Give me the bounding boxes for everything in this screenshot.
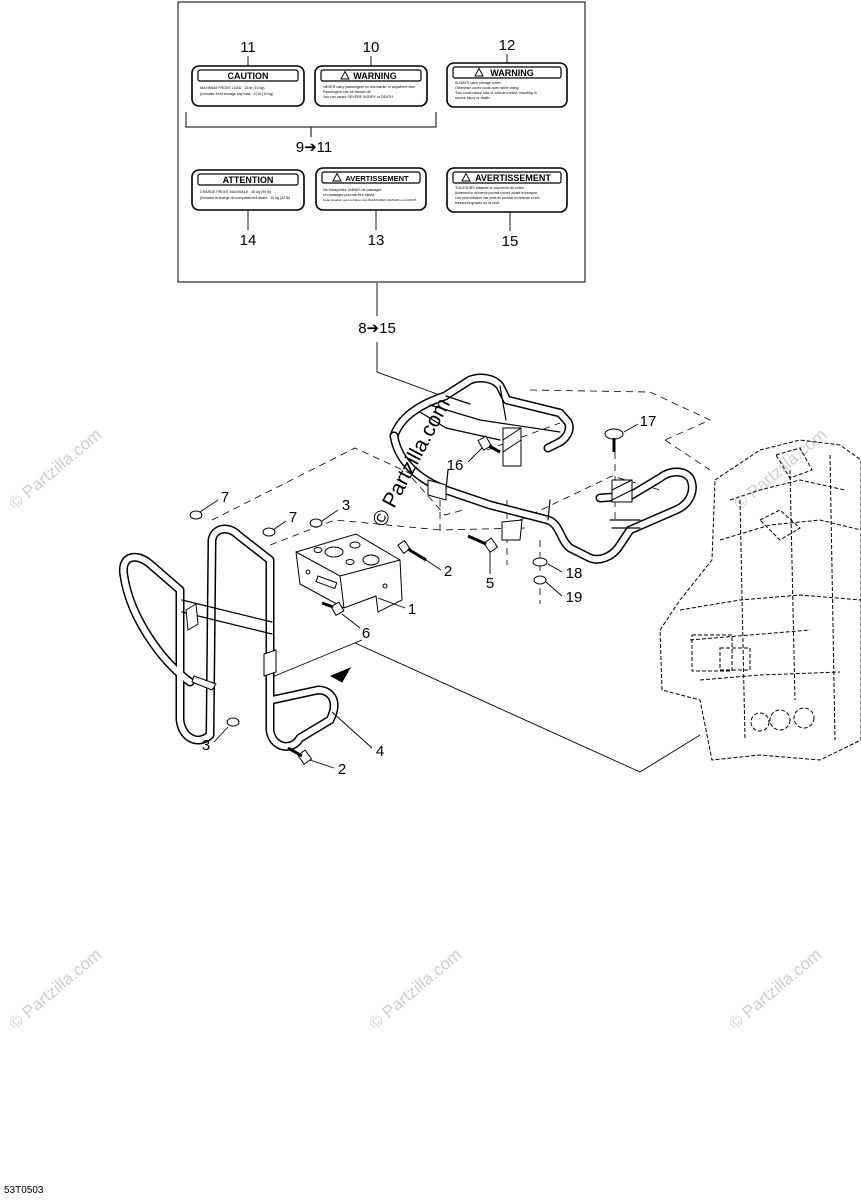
callout-3-lower: 3 xyxy=(202,737,210,754)
decal-text-line: (Incluant la charge du compartiment avan… xyxy=(200,196,290,200)
decal-10: WARNING NEVER carry passengers on this c… xyxy=(314,65,428,107)
decal-text-line: Cette situation peut entraîner des BLESS… xyxy=(323,198,417,202)
decal-text-line: Ceci peut entraîner une perte de contrôl… xyxy=(455,196,540,200)
watermark-faint: © Partzilla.com xyxy=(725,945,825,1033)
decal-14: ATTENTION CHARGE FRONT MAXIMALE : 45 kg … xyxy=(191,169,305,211)
decal-title: WARNING xyxy=(353,71,397,81)
vehicle-frame xyxy=(659,439,861,761)
decal-text-line: CHARGE FRONT MAXIMALE : 45 kg (99 lb) xyxy=(200,190,271,194)
decal-title: ATTENTION xyxy=(223,175,274,185)
warning-triangle-icon xyxy=(332,172,342,182)
part-callouts: 1 2 2 3 3 4 5 6 7 7 16 17 18 19 xyxy=(199,413,657,778)
decal-text-line: This could cause loss of vehicle control… xyxy=(455,91,537,95)
decal-title: WARNING xyxy=(490,68,534,78)
nut-7-center xyxy=(262,527,276,537)
watermark-faint: © Partzilla.com xyxy=(365,945,465,1033)
decal-text-line: Passengers can be thrown off. xyxy=(323,90,371,94)
decal-13: AVERTISSEMENT Ne transportez JAMAIS de p… xyxy=(315,167,427,211)
callout-13: 13 xyxy=(368,232,385,249)
warning-triangle-icon xyxy=(340,70,350,80)
decal-12: WARNING ALWAYS latch storage cover. Othe… xyxy=(446,62,568,108)
decal-text-line: NEVER carry passengers on this carrier o… xyxy=(323,85,416,89)
decal-text-line: MAXIMUM FRONT LOAD : 25 lb (10 kg) xyxy=(200,86,264,90)
decal-text-line: (Includes front storage bay load : 22 lb… xyxy=(200,92,273,96)
callout-18: 18 xyxy=(566,565,583,582)
nut-19 xyxy=(533,575,547,585)
decal-inset-frame xyxy=(177,1,586,283)
callout-4: 4 xyxy=(376,743,384,760)
decal-title: AVERTISSEMENT xyxy=(475,173,551,183)
callout-12: 12 xyxy=(499,37,516,54)
callout-3-upper: 3 xyxy=(342,497,350,514)
watermark-faint: © Partzilla.com xyxy=(5,945,105,1033)
decal-group-bracket xyxy=(185,112,437,137)
winch-mount-plate xyxy=(295,533,403,613)
nut-3-upper xyxy=(309,518,323,528)
callout-10: 10 xyxy=(363,39,380,56)
watermark-faint: © Partzilla.com xyxy=(5,425,105,513)
bumper-frame-leader xyxy=(264,639,701,773)
decal-text-line: Ne transportez JAMAIS de passager. xyxy=(323,188,382,192)
callout-11: 11 xyxy=(240,39,256,56)
decal-title: CAUTION xyxy=(228,71,269,81)
bolt-16 xyxy=(477,435,501,454)
bolt-5 xyxy=(467,534,499,553)
callout-16: 16 xyxy=(447,457,464,474)
range-label-9-11: 9➔11 xyxy=(296,139,332,156)
decal-11: CAUTION MAXIMUM FRONT LOAD : 25 lb (10 k… xyxy=(191,65,305,107)
callout-19: 19 xyxy=(566,589,583,606)
group-leader: 8➔15 xyxy=(358,283,449,399)
callout-6: 6 xyxy=(362,625,370,642)
decal-callouts: 11 10 12 14 13 15 9➔11 xyxy=(240,37,519,250)
callout-7-center: 7 xyxy=(289,509,297,526)
watermark-faint: © Partzilla.com xyxy=(730,425,830,513)
bolt-6 xyxy=(321,601,345,617)
decal-text-line: TOUJOURS attacher le couvercle du coffre… xyxy=(455,186,525,190)
callout-2-upper: 2 xyxy=(444,563,452,580)
decal-title: AVERTISSEMENT xyxy=(345,174,409,183)
bolt-2-upper xyxy=(397,539,427,562)
callout-2-lower: 2 xyxy=(338,761,346,778)
warning-triangle-icon xyxy=(461,172,471,182)
callout-15: 15 xyxy=(502,233,519,250)
decal-text-line: ALWAYS latch storage cover. xyxy=(455,81,501,85)
front-bumper xyxy=(118,524,339,751)
warning-triangle-icon xyxy=(474,67,484,77)
decal-text-line: Autrement le couvercle pourrait s'ouvrir… xyxy=(455,191,538,195)
callout-1: 1 xyxy=(408,601,416,618)
decal-text-line: blessures graves ou la mort. xyxy=(455,201,500,205)
decal-15: AVERTISSEMENT TOUJOURS attacher le couve… xyxy=(446,167,568,213)
decal-text-line: Otherwise cover could open while riding. xyxy=(455,86,520,90)
callout-14: 14 xyxy=(240,232,257,249)
nut-7-left xyxy=(189,510,203,520)
washer-18 xyxy=(532,557,548,567)
rear-rack xyxy=(389,373,697,564)
callout-7-left: 7 xyxy=(221,489,229,506)
callout-17: 17 xyxy=(640,413,657,430)
diagram-code: 53T0503 xyxy=(4,1185,44,1196)
decal-text-line: Un passager pourrait être éjecté. xyxy=(323,193,375,197)
nut-3-lower xyxy=(226,717,240,727)
fasteners xyxy=(189,428,624,765)
decal-text-line: You can cause SEVERE INJURY or DEATH. xyxy=(323,95,394,99)
bolt-2-lower xyxy=(287,746,313,765)
range-label-8-15: 8➔15 xyxy=(358,320,396,337)
callout-5: 5 xyxy=(486,575,494,592)
bolt-17 xyxy=(604,428,624,452)
watermark-layer: © Partzilla.com © Partzilla.com © Partzi… xyxy=(5,425,830,1033)
decal-text-line: severe injury or death. xyxy=(455,96,491,100)
